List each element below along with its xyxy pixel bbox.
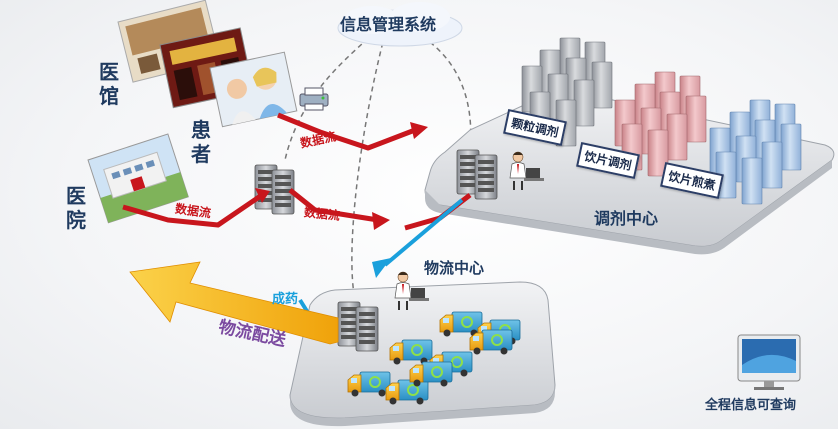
printer-icon [299, 87, 329, 111]
dispensing-center-label: 调剂中心 [594, 209, 659, 228]
dataflow-label-right: 数据流 [303, 205, 341, 223]
patient-label: 患者 [191, 118, 211, 166]
patient-photo [209, 51, 298, 128]
hospital-label: 医院 [66, 184, 86, 232]
finished-medicine-label: 成药 [272, 292, 299, 307]
info-system-title: 信息管理系统 [340, 15, 437, 34]
dashed-link-logistics [351, 33, 386, 301]
hospital-photo [87, 133, 189, 224]
clinic-label: 医馆 [99, 60, 119, 108]
delivery-arrow [129, 261, 339, 345]
monitor-icon [737, 334, 801, 390]
logistics-center-label: 物流中心 [424, 259, 485, 277]
dashed-link-hub [284, 31, 376, 161]
dashed-link-dispensing [414, 31, 472, 151]
traceability-label: 全程信息可查询 [705, 398, 797, 413]
cloud-icon [337, 2, 463, 47]
